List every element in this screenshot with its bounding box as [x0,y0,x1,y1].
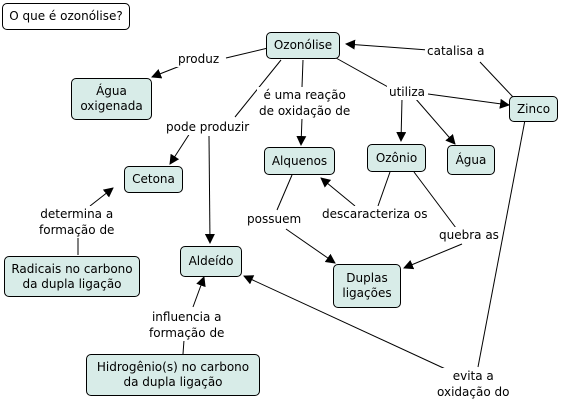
link-influencia: influencia a formação de [147,309,227,341]
concept-alquenos[interactable]: Alquenos [264,147,335,175]
concept-duplas-ligacoes[interactable]: Duplas ligações [333,264,401,308]
question-node[interactable]: O que é ozonólise? [2,3,130,30]
concept-hidrogenio[interactable]: Hidrogênio(s) no carbono da dupla ligaçã… [86,354,260,396]
link-quebra: quebra as [437,227,501,243]
link-evita-oxidacao: evita a oxidação do [435,368,512,400]
concept-cetona[interactable]: Cetona [124,166,183,193]
link-reacao-oxidacao: é uma reação de oxidação de [257,87,353,119]
link-possuem: possuem [245,211,304,227]
link-utiliza: utiliza [387,84,427,100]
concept-zinco[interactable]: Zinco [509,96,558,122]
concept-aldeido[interactable]: Aldeído [180,246,242,277]
link-catalisa: catalisa a [425,43,487,59]
concept-ozonolise[interactable]: Ozonólise [266,32,340,59]
concept-agua-oxigenada[interactable]: Água oxigenada [71,78,152,120]
concept-agua[interactable]: Água [447,145,495,175]
link-determina: determina a formação de [37,206,117,238]
concept-ozonio[interactable]: Ozônio [367,144,426,172]
link-produz: produz [176,51,222,67]
link-descaracteriza: descaracteriza os [320,206,430,222]
link-pode-produzir: pode produzir [164,119,252,135]
concept-radicais[interactable]: Radicais no carbono da dupla ligação [4,256,140,297]
